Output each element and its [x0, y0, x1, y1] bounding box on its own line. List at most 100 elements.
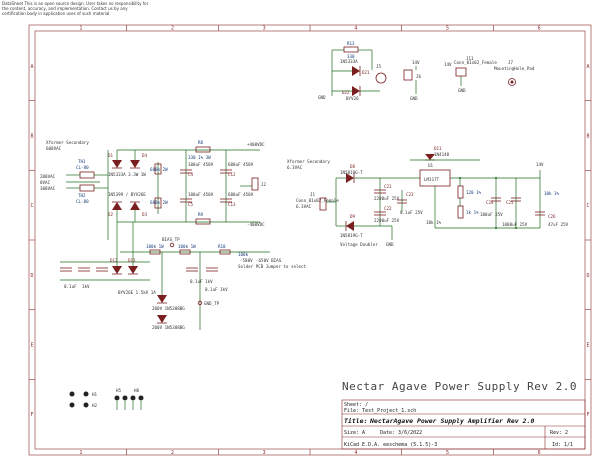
c13-val: 680uF 450V	[228, 192, 254, 197]
c24-ref: C24	[486, 200, 494, 205]
bias-r2: 100k 1W	[178, 244, 196, 249]
reg-r3: 10k 1%	[426, 220, 442, 225]
led-ref: D21	[362, 70, 370, 75]
d8-part: 1N5819G-T	[340, 170, 363, 175]
th1-ref: TH1	[78, 159, 86, 164]
d9-part: 1N5819G-T	[340, 233, 363, 238]
reg-r2: 1k 1%	[466, 210, 479, 215]
filter-caps: 680k 2W 680k 2W 100uF 450V 680uF 450V 10…	[150, 150, 254, 222]
c24-val: 100uF 25V	[480, 212, 503, 217]
mount-hole-1	[375, 72, 387, 84]
frame-row-label: A	[31, 64, 34, 70]
j11-ref: J11	[466, 56, 474, 61]
kicad-label: KiCad E.D.A. eeschema (5.1.5)-3	[344, 442, 437, 448]
thermistor-2	[79, 184, 95, 192]
hole-ref-1: H1	[92, 392, 98, 397]
j6-volts: 14V	[412, 60, 420, 65]
frame-col-label: 4	[354, 26, 357, 32]
c26-ref: C26	[548, 214, 556, 219]
c26-val: 47uF 25V	[548, 222, 569, 227]
xformer-volts: 600VAC	[46, 146, 62, 151]
zener-bottom-1: 200V 1N5388BG	[152, 306, 185, 311]
hole-h2	[83, 391, 89, 397]
select-val-2: -650V BIAS	[256, 258, 282, 263]
j11-name: Conn_01x02_Female	[454, 60, 497, 65]
c25-val: 1000uF 25V	[502, 222, 528, 227]
lv-xformer-volts: 6.3VAC	[287, 165, 303, 170]
j5-ref: J5	[376, 64, 382, 69]
jumper-note: Solder PCB Jumper to select	[238, 264, 307, 269]
rail-minus: -400VDC	[247, 222, 265, 227]
j2-ref: J2	[261, 182, 267, 187]
lv-supply-section: Xformer Secondary 6.3VAC J1 Conn_01x02_F…	[287, 146, 569, 247]
connector-j1	[319, 197, 327, 211]
gnd-tp: GND_TP	[204, 301, 220, 306]
hole-h3	[69, 402, 75, 408]
diode-d9	[346, 221, 354, 231]
frame-row-label: B	[31, 134, 34, 140]
d2-ref: D2	[108, 212, 114, 217]
resistor-r10	[219, 249, 231, 255]
connector-j2	[251, 177, 259, 191]
sheet-label: Sheet: /	[344, 402, 368, 408]
d9-ref: D9	[350, 214, 356, 219]
zener-2	[157, 315, 167, 323]
frame-row-label: E	[31, 343, 34, 349]
hole-h8	[138, 395, 144, 401]
title-prefix: Title:	[344, 417, 367, 425]
frame-row-label: C	[587, 203, 590, 209]
gnd-j6: GND	[410, 96, 418, 101]
hole-h4	[83, 402, 89, 408]
c21-val: 2200uF 25V	[374, 196, 400, 201]
r13-val: 330	[347, 54, 355, 59]
r8-val: 330 1% 3W	[188, 155, 211, 160]
bottom-cap-2: 1kV	[82, 284, 90, 289]
doubler-label: Voltage Doubler	[340, 242, 378, 247]
j1-volts: 6.3VAC	[296, 204, 312, 209]
id-label: Id: 1/1	[552, 442, 573, 448]
led-d21	[352, 66, 360, 76]
hv-supply-section: Xformer Secondary 600VAC 200VAC 0VAC 300…	[40, 140, 307, 330]
hole-h6	[122, 395, 128, 401]
hole-h1	[69, 391, 75, 397]
frame-col-label: 4	[354, 450, 357, 456]
d11-part: 1N4148	[434, 152, 450, 157]
frame-row-label: E	[587, 343, 590, 349]
frame-col-label: 3	[263, 450, 266, 456]
title-text: NectarAgave Power Supply Amplifier Rev 2…	[369, 417, 534, 425]
diode-d22	[352, 86, 360, 96]
part-3: BYV26	[346, 96, 359, 101]
mounting-holes: H1 H2 H5 H8	[69, 388, 144, 410]
resistor-r8	[195, 146, 211, 153]
bottom-diode-label: BYV26E 1.5kV 1A	[118, 290, 156, 295]
j1-ref: J1	[310, 192, 316, 197]
ac-input-1: 200VAC	[40, 174, 56, 179]
lv-output: 14V	[536, 162, 544, 167]
reg-r1: 120 1%	[466, 190, 482, 195]
j7-name: MountingHole_Pad	[494, 66, 535, 71]
diode-d1	[112, 160, 122, 168]
hole-ref-2: H2	[92, 403, 98, 408]
thermistor-1	[79, 171, 95, 179]
c22-val: 2200uF 25V	[374, 218, 400, 223]
frame-col-label: 1	[79, 450, 82, 456]
c25-ref: C25	[506, 200, 514, 205]
frame-row-label: F	[31, 412, 34, 418]
diode-d12	[112, 266, 122, 274]
gnd-lv: GND	[386, 242, 394, 247]
th2-ref: TH2	[78, 193, 86, 198]
d11-ref: D11	[434, 146, 442, 151]
hole-h5	[114, 395, 120, 401]
th2-val: CL-80	[76, 199, 89, 204]
part-2: D22	[342, 90, 350, 95]
date-label: Date: 3/6/2022	[380, 430, 422, 436]
hole-ref-5: H5	[116, 388, 122, 393]
ac-input-3: 300VAC	[40, 186, 56, 191]
r13-ref: R13	[347, 41, 355, 46]
c23-ref: C23	[406, 192, 414, 197]
frame-col-label: 6	[538, 450, 541, 456]
c13-ref: C13	[228, 202, 236, 207]
c4-val: 100uF 450V	[188, 162, 214, 167]
c22-ref: C22	[384, 206, 392, 211]
